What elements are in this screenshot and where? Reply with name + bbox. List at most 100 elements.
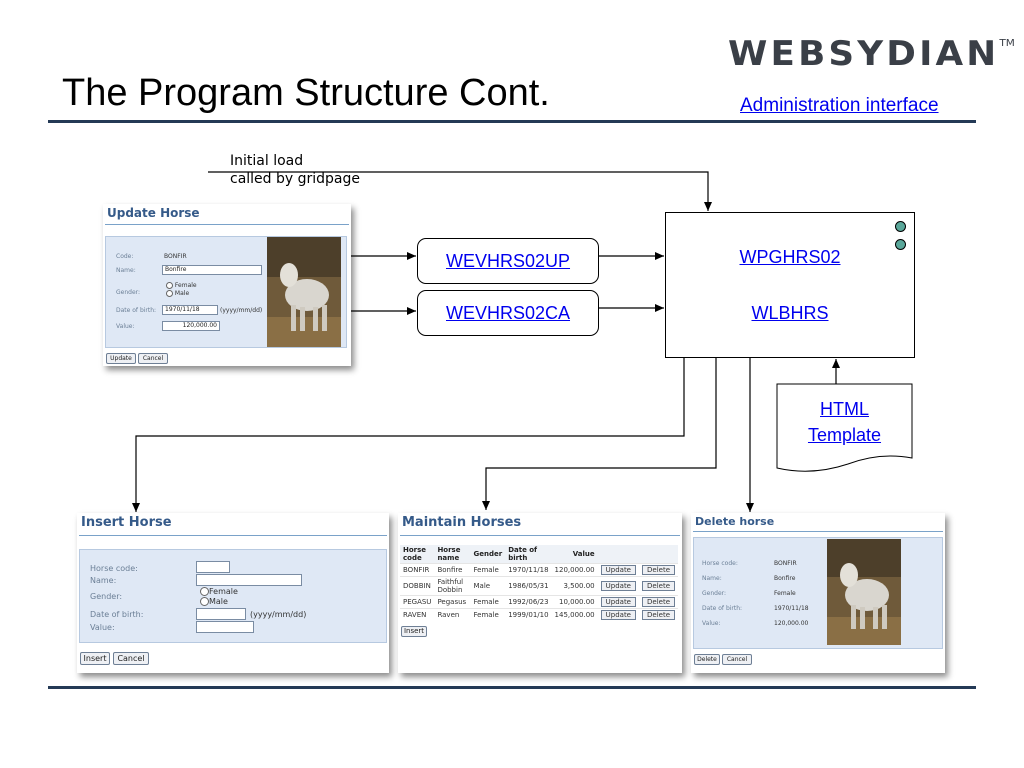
cancel-button[interactable]: Cancel [113,652,149,665]
cell: RAVEN [400,608,435,621]
insert-horse-title: Insert Horse [81,515,172,530]
page-to-maintain-arrow [482,357,717,510]
title-underline [79,535,387,536]
delete-button[interactable]: Delete [694,654,720,665]
cell: Male [470,576,506,596]
initial-load-line1: Initial load [230,153,304,169]
row-delete-button[interactable]: Delete [642,597,675,607]
page-box: WPGHRS02 WLBHRS [665,212,915,358]
cell: Raven [434,608,471,621]
code-label: Horse code: [702,560,738,567]
port-dot [895,239,906,250]
radio-icon [166,290,173,297]
slide-title: The Program Structure Cont. [62,72,550,114]
col-horse-name: Horse name [437,546,461,562]
table-header-row: Horse code Horse name Gender Date of bir… [400,545,678,564]
update-horse-title: Update Horse [107,206,200,220]
name-value: Bonfire [774,575,796,582]
gender-male[interactable]: Male [166,290,189,297]
websydian-logo: WEBSYDIANTM [728,34,1015,74]
wevhrs02up-box[interactable]: WEVHRS02UP [417,238,599,284]
value-label: Value: [90,623,115,632]
cell: 1992/06/23 [505,595,552,609]
row-update-button[interactable]: Update [600,597,636,607]
top-divider [48,120,976,123]
dob-value: 1970/11/18 [774,605,809,612]
wlbhrs-link[interactable]: WLBHRS [751,303,829,323]
administration-interface-link[interactable]: Administration interface [740,95,939,116]
col-value: Value [572,550,595,558]
cell: Female [470,563,506,577]
insert-button[interactable]: Insert [80,652,110,665]
logo-text: WEBSYDIAN [728,34,1000,74]
delete-form-panel: Horse code: BONFIR Name: Bonfire Gender:… [693,537,943,649]
dob-input[interactable] [196,608,246,620]
cell: BONFIR [400,563,435,577]
logo-tm: TM [999,38,1015,49]
horse-photo [827,539,901,645]
cell: Faithful Dobbin [434,576,471,596]
table-row: DOBBIN Faithful Dobbin Male 1986/05/31 3… [400,576,678,596]
cell: 1970/11/18 [505,563,552,577]
horse-photo-svg [827,539,901,645]
html-template-link-1[interactable]: HTML [820,399,869,419]
gender-female[interactable]: Female [166,282,197,289]
insert-button[interactable]: Insert [401,626,427,637]
dob-hint: (yyyy/mm/dd) [250,610,307,619]
value-value: 120,000.00 [774,620,809,627]
table-row: PEGASU Pegasus Female 1992/06/23 10,000.… [400,595,678,609]
value-input[interactable]: 120,000.00 [162,321,220,331]
name-input[interactable] [196,574,302,586]
gender-label: Gender: [702,590,727,597]
cell: 3,500.00 [551,576,598,596]
port-dot [895,221,906,232]
cancel-button[interactable]: Cancel [138,353,168,364]
table-row: BONFIR Bonfire Female 1970/11/18 120,000… [400,563,678,577]
row-delete-button[interactable]: Delete [642,565,675,575]
cell: Pegasus [434,595,471,609]
initial-load-note: Initial load called by gridpage [230,152,360,188]
dob-hint: (yyyy/mm/dd) [220,307,263,314]
html-template-link-2[interactable]: Template [807,425,882,445]
row-delete-button[interactable]: Delete [642,581,675,591]
row-update-button[interactable]: Update [600,610,636,620]
cell: 120,000.00 [551,563,598,577]
dob-label: Date of birth: [116,307,157,314]
update-button[interactable]: Update [106,353,136,364]
dob-input[interactable]: 1970/11/18 [162,305,218,315]
gender-label: Gender: [90,592,123,601]
code-label: Code: [116,253,134,260]
cancel-button[interactable]: Cancel [722,654,752,665]
row-update-button[interactable]: Update [600,565,636,575]
dob-label: Date of birth: [90,610,144,619]
maintain-horses-title: Maintain Horses [402,515,522,530]
html-template-box: HTML Template [777,396,912,448]
bottom-divider [48,686,976,689]
initial-load-line2: called by gridpage [230,171,361,187]
name-label: Name: [90,576,117,585]
wpghrs02-link[interactable]: WPGHRS02 [739,247,841,267]
title-underline [693,531,943,532]
cell: 1999/01/10 [505,608,552,621]
value-label: Value: [702,620,721,627]
row-delete-button[interactable]: Delete [642,610,675,620]
cell: PEGASU [400,595,435,609]
name-label: Name: [116,267,136,274]
wevhrs02ca-box[interactable]: WEVHRS02CA [417,290,599,336]
gender-value: Female [774,590,796,597]
name-input[interactable]: Bonfire [162,265,262,275]
code-value: BONFIR [164,253,187,260]
cell: 1986/05/31 [505,576,552,596]
gender-female[interactable]: Female [200,587,238,596]
insert-horse-screenshot: Insert Horse Horse code: Name: Gender: F… [77,513,389,673]
html-template-shape [776,383,913,472]
initial-load-arrow [208,171,712,211]
radio-icon [200,597,209,606]
value-input[interactable] [196,621,254,633]
cell: Bonfire [434,563,471,577]
gender-label: Gender: [116,289,141,296]
cell: Female [470,608,506,621]
code-input[interactable] [196,561,230,573]
row-update-button[interactable]: Update [600,581,636,591]
gender-male[interactable]: Male [200,597,228,606]
